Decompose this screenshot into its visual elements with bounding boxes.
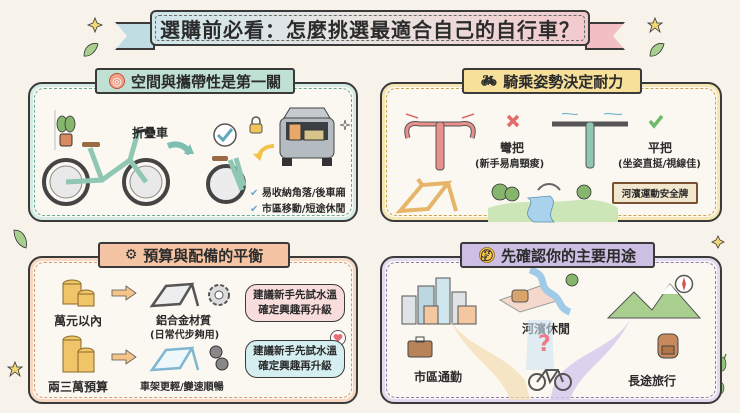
- folding-bike-label: 折疊車: [132, 126, 169, 140]
- cross-icon: [506, 114, 520, 128]
- thinking-face-icon: 🤔︎: [478, 247, 495, 263]
- benefit-text: 市區移動/短途休閒: [261, 204, 346, 215]
- mountains-icon: [606, 283, 702, 319]
- briefcase-icon: [407, 336, 433, 358]
- potted-plant-icon: [54, 110, 76, 150]
- page-title-text: 選購前必看：怎麼挑選最適合自己的自行車？: [160, 17, 580, 42]
- check-icon: ✔: [250, 204, 262, 215]
- gear-icon: [208, 284, 230, 306]
- sparkle-icon: [339, 119, 351, 131]
- bicycle-icon: [528, 369, 572, 391]
- safety-sign: 河濱運動安全牌: [612, 182, 698, 204]
- advice-line: 確定興趣再升級: [258, 304, 332, 316]
- budget-tier-label: 萬元以內: [54, 314, 103, 328]
- coins-icon: [62, 279, 95, 307]
- portability-heading: ◎ 空間與攜帶性是第一關: [95, 68, 295, 94]
- question-mark-icon: ?: [538, 332, 551, 357]
- drop-bar-note: (新手易肩頸痠): [475, 159, 545, 170]
- advice-bubble: 建議新手先試水溫 確定興趣再升級: [245, 284, 345, 322]
- usage-heading: 🤔︎ 先確認你的主要用途: [460, 242, 655, 268]
- bicycle-icon: 🚲︎: [480, 73, 498, 89]
- city-buildings-icon: [401, 277, 477, 325]
- backpack-icon: [657, 333, 679, 359]
- flat-bar-note: (坐姿直挺/視線佳): [618, 159, 701, 170]
- target-icon: ◎: [108, 73, 125, 89]
- leaf-icon: [13, 229, 27, 249]
- posture-heading-text: 騎乘姿勢決定耐力: [503, 72, 624, 91]
- star-icon: [6, 360, 24, 378]
- bike-frame-icon: [149, 282, 200, 308]
- budget-spec: 車架更輕/變速順暢: [140, 382, 224, 393]
- flat-bar-label: 平把: [648, 141, 673, 155]
- posture-heading: 🚲︎ 騎乘姿勢決定耐力: [462, 68, 642, 94]
- arrow-right-icon: [166, 141, 194, 156]
- riverside-scene-icon: [488, 183, 618, 223]
- coins-icon: [62, 335, 95, 373]
- benefit-item: ✔ 市區移動/短途休閒: [250, 200, 346, 215]
- bike-frame-icon: [395, 177, 458, 214]
- arrow-down-left-icon: [253, 144, 275, 161]
- advice-line: 建議新手先試水溫: [253, 289, 337, 301]
- sparkle-icon: [711, 235, 725, 249]
- budget-heading: ⚙ 預算與配備的平衡: [98, 242, 290, 268]
- lock-icon: [249, 116, 263, 134]
- leaf-icon: [83, 43, 99, 57]
- portability-heading-text: 空間與攜帶性是第一關: [130, 72, 281, 91]
- check-icon: [648, 114, 664, 129]
- advice-bubble: 建議新手先試水溫 確定興趣再升級: [245, 340, 345, 378]
- gear-icon: ⚙: [124, 247, 138, 263]
- sparkle-icon: [86, 16, 104, 34]
- title-ribbon-tail-right: [585, 22, 625, 50]
- usage-option-touring: 長途旅行: [628, 374, 677, 388]
- safety-sign-text: 河濱運動安全牌: [621, 189, 689, 200]
- benefit-text: 易收納角落/後車廂: [261, 188, 346, 199]
- arrow-right-icon: [111, 285, 137, 301]
- advice-line: 建議新手先試水溫: [253, 345, 337, 357]
- usage-option-commute: 市區通勤: [414, 370, 463, 384]
- budget-spec-note: (日常代步夠用): [150, 330, 220, 341]
- light-bike-frame-icon: [149, 346, 200, 372]
- drop-bar-label: 彎把: [500, 141, 525, 155]
- advice-line: 確定興趣再升級: [258, 360, 332, 372]
- car-trunk-icon: [279, 107, 335, 166]
- page-title: 選購前必看：怎麼挑選最適合自己的自行車？: [150, 10, 590, 46]
- benefit-item: ✔ 易收納角落/後車廂: [250, 184, 346, 199]
- derailleur-icon: [209, 345, 229, 371]
- check-icon: ✔: [250, 188, 262, 199]
- checkmark-circle-icon: [213, 123, 237, 147]
- title-ribbon-tail-left: [115, 22, 155, 50]
- folded-bike-icon: [206, 156, 247, 204]
- star-icon: [646, 16, 664, 34]
- budget-heading-text: 預算與配備的平衡: [143, 246, 264, 265]
- picnic-river-icon: [498, 266, 579, 316]
- compass-icon: [674, 274, 694, 294]
- folding-bike-open-icon: [42, 128, 170, 206]
- drop-handlebar-icon: [404, 113, 476, 171]
- budget-panel: [28, 256, 358, 404]
- usage-heading-text: 先確認你的主要用途: [500, 246, 636, 265]
- budget-spec: 鋁合金材質: [156, 314, 211, 327]
- budget-tier-label: 兩三萬預算: [48, 380, 109, 394]
- flat-handlebar-icon: [552, 112, 628, 169]
- leaf-icon: [649, 43, 665, 57]
- arrow-right-icon: [111, 349, 137, 365]
